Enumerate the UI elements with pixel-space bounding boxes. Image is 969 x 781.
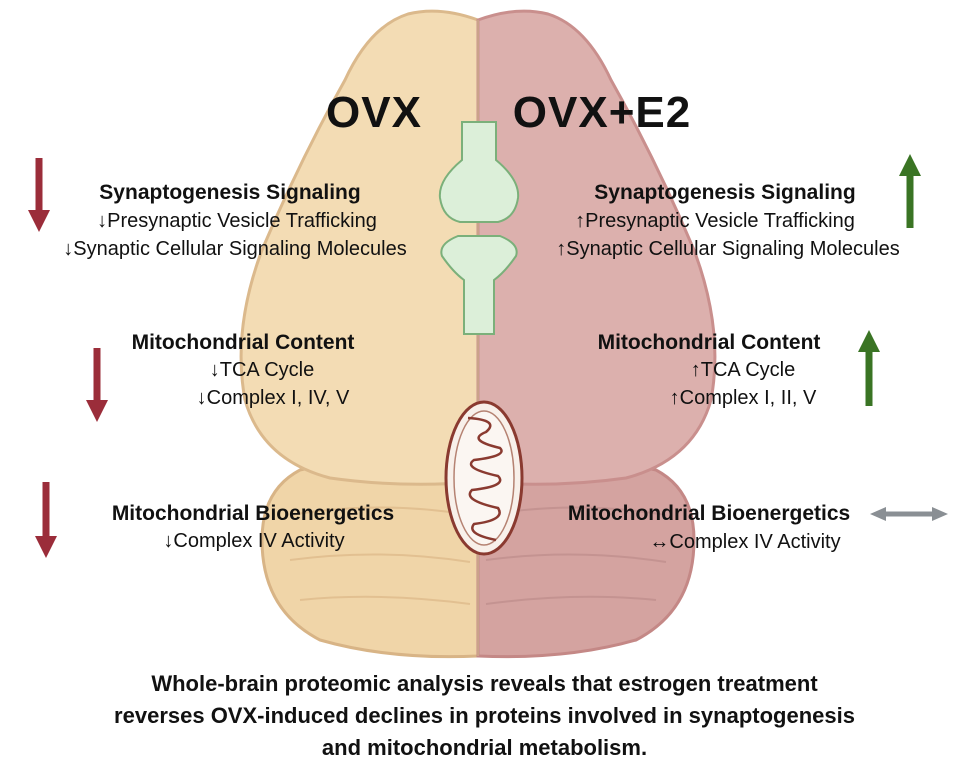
summary-caption: Whole-brain proteomic analysis reveals t… xyxy=(0,668,969,764)
up-arrow-glyph: ↑ xyxy=(575,210,586,232)
right-content-line-2: ↑Complex I, II, V xyxy=(669,387,817,409)
up-arrow-icon-synaptogenesis xyxy=(899,154,921,228)
caption-line-2: reverses OVX-induced declines in protein… xyxy=(114,703,855,728)
right-hemisphere xyxy=(476,9,717,486)
right-synaptogenesis-line-2: ↑Synaptic Cellular Signaling Molecules xyxy=(556,238,900,260)
left-content-line-1: ↓TCA Cycle xyxy=(209,359,315,381)
right-bioenergetics-line-1: ↔Complex IV Activity xyxy=(649,531,841,553)
left-synaptogenesis-line-2: ↓Synaptic Cellular Signaling Molecules xyxy=(63,238,407,260)
synapse-icon xyxy=(438,121,520,335)
down-arrow-glyph: ↓ xyxy=(97,210,108,232)
left-content-line-2: ↓Complex I, IV, V xyxy=(196,387,350,409)
left-bioenergetics-title: Mitochondrial Bioenergetics xyxy=(111,502,395,525)
double-arrow-icon-bioenergetics xyxy=(870,507,948,521)
down-arrow-glyph: ↓ xyxy=(209,359,220,381)
right-synaptogenesis-line-1: ↑Presynaptic Vesicle Trafficking xyxy=(575,210,855,232)
right-synaptogenesis-title: Synaptogenesis Signaling xyxy=(594,181,856,204)
up-arrow-glyph: ↑ xyxy=(556,238,567,260)
right-content-line-1: ↑TCA Cycle xyxy=(690,359,796,381)
left-bioenergetics-line-1: ↓Complex IV Activity xyxy=(163,530,345,552)
left-content-title: Mitochondrial Content xyxy=(131,331,355,354)
caption-line-3: and mitochondrial metabolism. xyxy=(321,735,648,760)
condition-label-ovx-e2: OVX+E2 xyxy=(512,88,692,137)
left-hemisphere xyxy=(239,9,480,486)
left-synaptogenesis-title: Synaptogenesis Signaling xyxy=(99,181,361,204)
mitochondrion-icon xyxy=(444,400,524,556)
down-arrow-icon-bioenergetics xyxy=(35,482,57,558)
down-arrow-glyph: ↓ xyxy=(63,238,74,260)
down-arrow-icon-synaptogenesis xyxy=(28,158,50,232)
right-bioenergetics-title: Mitochondrial Bioenergetics xyxy=(567,502,851,525)
up-arrow-glyph: ↑ xyxy=(669,387,680,409)
left-synaptogenesis-line-1: ↓Presynaptic Vesicle Trafficking xyxy=(97,210,377,232)
down-arrow-icon-content xyxy=(86,348,108,422)
up-arrow-icon-content xyxy=(858,330,880,406)
caption-line-1: Whole-brain proteomic analysis reveals t… xyxy=(151,671,818,696)
right-content-title: Mitochondrial Content xyxy=(597,331,821,354)
down-arrow-glyph: ↓ xyxy=(196,387,207,409)
down-arrow-glyph: ↓ xyxy=(163,530,174,552)
condition-label-ovx: OVX xyxy=(326,88,422,137)
double-arrow-glyph: ↔ xyxy=(649,531,670,553)
up-arrow-glyph: ↑ xyxy=(690,359,701,381)
